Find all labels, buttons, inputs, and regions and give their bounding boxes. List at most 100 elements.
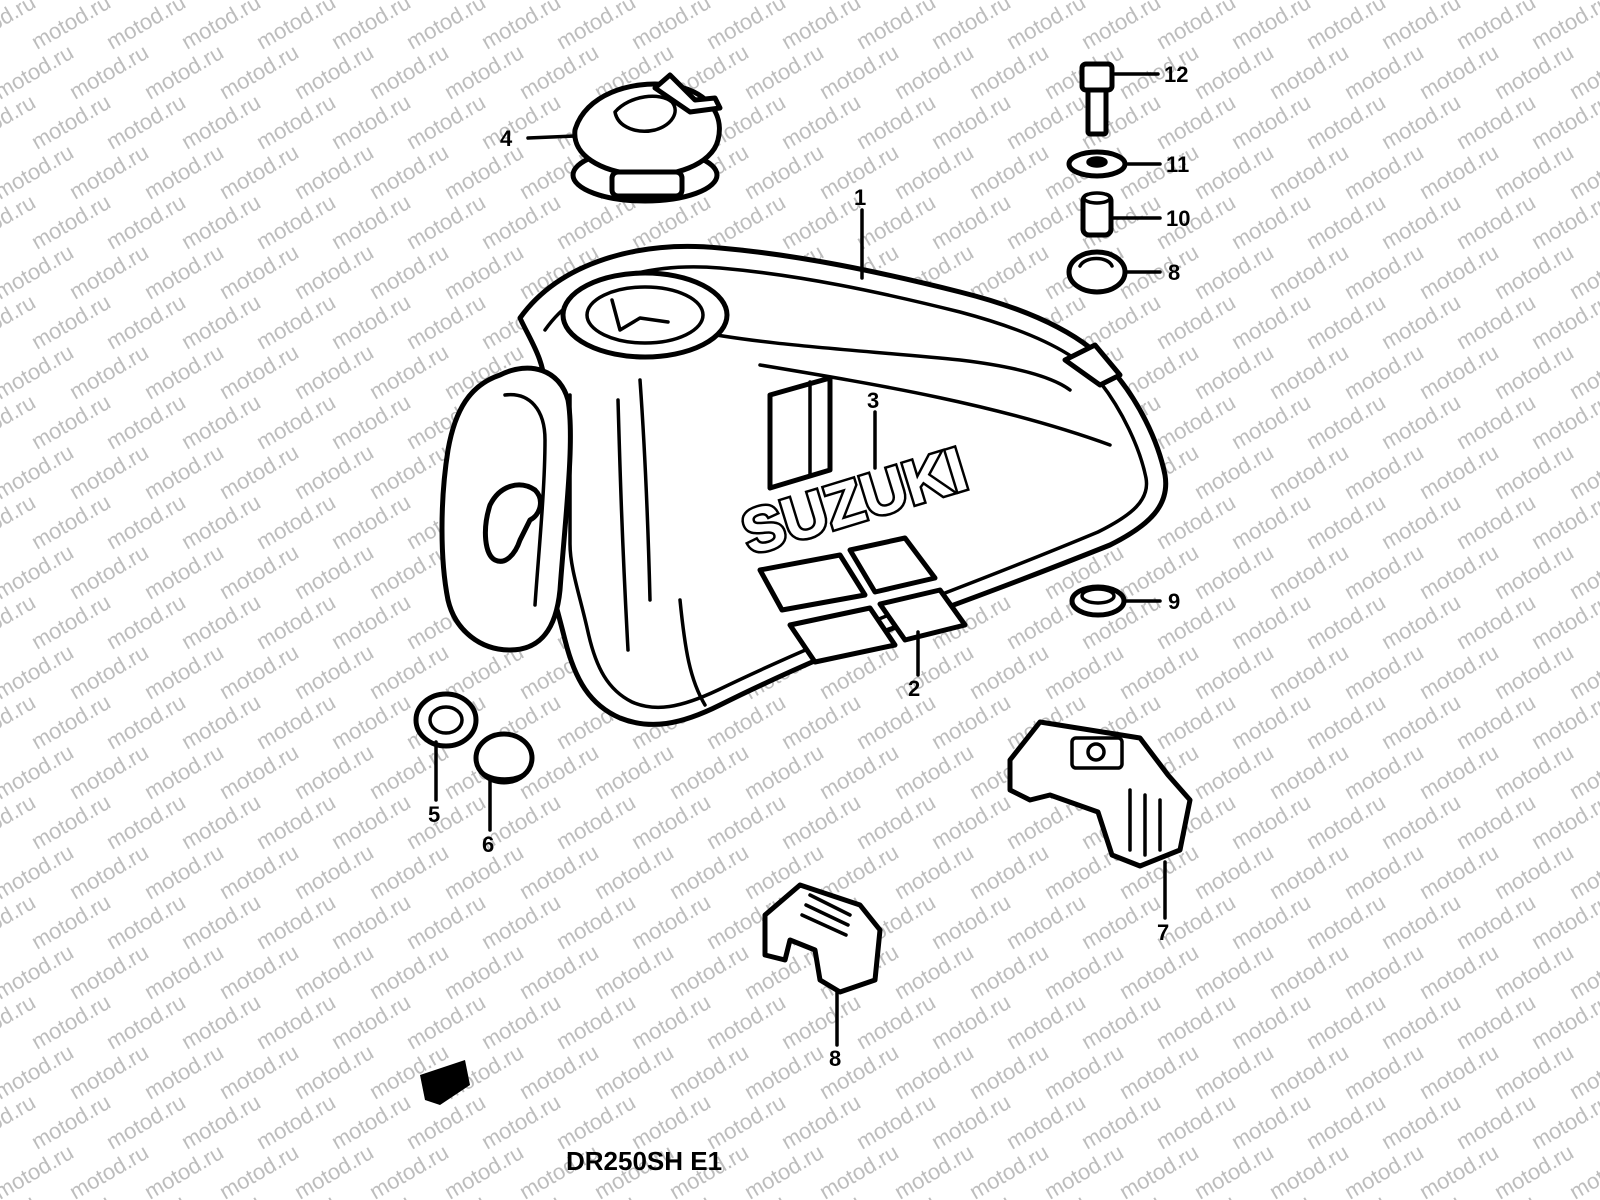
fuel-tank[interactable]: SUZUKI	[439, 243, 1169, 727]
watermark-text: motod.ru	[290, 539, 378, 604]
watermark-text: motod.ru	[252, 0, 340, 54]
watermark-text: motod.ru	[1415, 139, 1503, 204]
watermark-text: motod.ru	[815, 739, 903, 804]
watermark-text: motod.ru	[1265, 39, 1353, 104]
watermark-text: motod.ru	[1415, 739, 1503, 804]
watermark-text: motod.ru	[177, 489, 265, 554]
watermark-text: motod.ru	[1302, 889, 1390, 954]
watermark-text: motod.ru	[252, 889, 340, 954]
watermark-text: motod.ru	[1340, 39, 1428, 104]
washer[interactable]	[1066, 149, 1128, 179]
watermark-text: motod.ru	[1377, 589, 1465, 654]
watermark-text: motod.ru	[702, 1089, 790, 1154]
watermark-text: motod.ru	[290, 1039, 378, 1104]
watermark-text: motod.ru	[177, 89, 265, 154]
watermark-text: motod.ru	[327, 189, 415, 254]
watermark-text: motod.ru	[365, 939, 453, 1004]
watermark-text: motod.ru	[102, 789, 190, 854]
bolt[interactable]	[1079, 61, 1115, 137]
watermark-text: motod.ru	[1190, 939, 1278, 1004]
watermark-text: motod.ru	[965, 39, 1053, 104]
watermark-text: motod.ru	[552, 989, 640, 1054]
callout-2: 2	[908, 676, 920, 701]
watermark-text: motod.ru	[1190, 239, 1278, 304]
watermark-text: motod.ru	[1190, 39, 1278, 104]
watermark-text: motod.ru	[327, 589, 415, 654]
watermark-text: motod.ru	[365, 839, 453, 904]
watermark-text: motod.ru	[252, 289, 340, 354]
spacer[interactable]	[1080, 191, 1114, 238]
watermark-text: motod.ru	[927, 889, 1015, 954]
grommet[interactable]	[1069, 584, 1127, 618]
callout-1: 1	[854, 185, 866, 210]
watermark-text: motod.ru	[1302, 989, 1390, 1054]
fuel-cap[interactable]	[570, 72, 723, 204]
watermark-text: motod.ru	[27, 889, 115, 954]
watermark-text: motod.ru	[740, 1039, 828, 1104]
watermark-text: motod.ru	[1227, 289, 1315, 354]
watermark-text: motod.ru	[627, 989, 715, 1054]
watermark-text: motod.ru	[1077, 889, 1165, 954]
watermark-text: motod.ru	[215, 39, 303, 104]
watermark-text: motod.ru	[1302, 389, 1390, 454]
leader-lines	[434, 72, 1167, 1047]
watermark-text: motod.ru	[1152, 0, 1240, 54]
watermark-text: motod.ru	[777, 189, 865, 254]
watermark-text: motod.ru	[402, 289, 490, 354]
watermark-text: motod.ru	[890, 39, 978, 104]
rubber-mount[interactable]	[1066, 249, 1128, 295]
watermark-text: motod.ru	[290, 339, 378, 404]
watermark-text: motod.ru	[215, 1139, 303, 1200]
watermark-text: motod.ru	[1377, 689, 1465, 754]
watermark-text: motod.ru	[102, 389, 190, 454]
watermark-text: motod.ru	[1152, 1089, 1240, 1154]
watermark-text: motod.ru	[27, 289, 115, 354]
watermark-text: motod.ru	[1302, 289, 1390, 354]
watermark-text: motod.ru	[665, 739, 753, 804]
cushion[interactable]	[413, 691, 479, 749]
lower-cover[interactable]	[762, 882, 883, 995]
watermark-text: motod.ru	[290, 439, 378, 504]
watermark-text: motod.ru	[215, 339, 303, 404]
watermark-text: motod.ru	[777, 89, 865, 154]
watermark-text: motod.ru	[1190, 339, 1278, 404]
watermark-text: motod.ru	[552, 789, 640, 854]
watermark-text: motod.ru	[140, 239, 228, 304]
watermark-text: motod.ru	[140, 939, 228, 1004]
watermark-text: motod.ru	[890, 1039, 978, 1104]
watermark-text: motod.ru	[65, 539, 153, 604]
watermark-text: motod.ru	[740, 1139, 828, 1200]
watermark-text: motod.ru	[1227, 89, 1315, 154]
watermark-text: motod.ru	[1190, 139, 1278, 204]
watermark-text: motod.ru	[1452, 989, 1540, 1054]
watermark-text: motod.ru	[665, 939, 753, 1004]
cushion-2[interactable]	[473, 731, 535, 785]
callout-3: 3	[867, 388, 879, 413]
watermark-text: motod.ru	[1115, 639, 1203, 704]
watermark-text: motod.ru	[102, 989, 190, 1054]
watermark-text: motod.ru	[102, 889, 190, 954]
watermark-text: motod.ru	[1490, 439, 1578, 504]
tank-stripe[interactable]	[757, 375, 968, 665]
watermark-text: motod.ru	[852, 1089, 940, 1154]
watermark-text: motod.ru	[890, 739, 978, 804]
watermark-text: motod.ru	[440, 239, 528, 304]
watermark-text: motod.ru	[402, 789, 490, 854]
watermark-text: motod.ru	[965, 1139, 1053, 1200]
watermark-text: motod.ru	[1452, 689, 1540, 754]
watermark-text: motod.ru	[1002, 989, 1090, 1054]
watermark-text: motod.ru	[290, 839, 378, 904]
watermark-text: motod.ru	[252, 389, 340, 454]
watermark-text: motod.ru	[1227, 189, 1315, 254]
watermark-text: motod.ru	[1227, 1089, 1315, 1154]
watermark-text: motod.ru	[1490, 939, 1578, 1004]
front-cover[interactable]	[1007, 719, 1193, 869]
watermark-text: motod.ru	[140, 539, 228, 604]
watermark-text: motod.ru	[1265, 1139, 1353, 1200]
watermark-text: motod.ru	[290, 239, 378, 304]
watermark-text: motod.ru	[1227, 689, 1315, 754]
watermark-text: motod.ru	[815, 39, 903, 104]
watermark-text: motod.ru	[1340, 1039, 1428, 1104]
watermark-text: motod.ru	[477, 189, 565, 254]
